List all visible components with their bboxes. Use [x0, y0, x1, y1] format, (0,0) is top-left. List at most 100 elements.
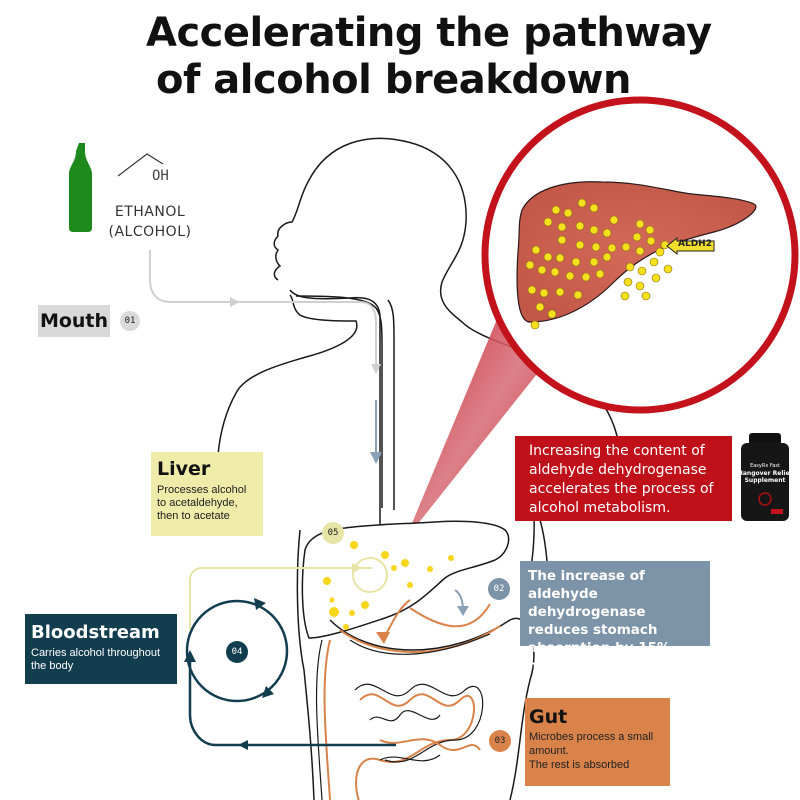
- gut-description-1: Microbes process a small amount.: [529, 731, 654, 757]
- liver-dot: [407, 582, 413, 588]
- enzyme-dot: [539, 288, 549, 298]
- enzyme-dot: [531, 245, 541, 255]
- liver-dot: [401, 559, 409, 567]
- enzyme-dot: [530, 320, 540, 330]
- enzyme-dot: [550, 267, 560, 277]
- liver-dot: [448, 555, 454, 561]
- liver-dot: [361, 601, 369, 609]
- liver-dot: [391, 565, 397, 571]
- aldh2-label: ALDH2: [678, 239, 712, 249]
- ethanol-label: ETHANOL (ALCOHOL): [100, 202, 200, 242]
- enzyme-dot: [537, 265, 547, 275]
- enzyme-dot: [547, 309, 557, 319]
- step-badge-05: 05: [322, 522, 344, 544]
- page-title-line-2: of alcohol breakdown: [156, 57, 631, 103]
- enzyme-dot: [557, 235, 567, 245]
- stomach-callout: The increase of aldehyde dehydrogenase r…: [520, 561, 710, 674]
- gut-card: Gut Microbes process a small amount. The…: [525, 698, 670, 786]
- enzyme-dot: [591, 242, 601, 252]
- enzyme-dot: [565, 271, 575, 281]
- mouth-label: Mouth: [38, 305, 110, 337]
- beer-bottle-icon: [69, 143, 92, 232]
- enzyme-dot: [623, 277, 633, 287]
- enzyme-dot: [581, 272, 591, 282]
- step-badge-04: 04: [226, 641, 248, 663]
- enzyme-dot: [557, 222, 567, 232]
- enzyme-dot: [620, 291, 630, 301]
- aldh2-arrow-icon: [666, 236, 715, 256]
- gut-title: Gut: [529, 706, 568, 728]
- product-name: Hangover Relief Supplement: [737, 470, 793, 484]
- enzyme-dot: [646, 236, 656, 246]
- magnifier-beam: [405, 300, 560, 540]
- enzyme-dot: [609, 215, 619, 225]
- enzyme-dot: [651, 273, 661, 283]
- enzyme-dot: [645, 225, 655, 235]
- liver-title: Liver: [157, 458, 211, 480]
- bloodstream-cycle: [185, 599, 396, 747]
- supplement-bottle-image: EasyRx Fast Hangover Relief Supplement: [737, 433, 793, 523]
- product-brand: EasyRx Fast: [750, 463, 780, 469]
- enzyme-dot: [621, 242, 631, 252]
- enzyme-dot: [632, 232, 642, 242]
- enzyme-dot: [575, 240, 585, 250]
- enzyme-dot: [655, 247, 665, 257]
- liver-cycle: [352, 557, 388, 593]
- hydroxyl-label: OH: [152, 168, 169, 184]
- enzyme-dots: [525, 198, 673, 330]
- liver-dot: [350, 541, 358, 549]
- step-badge-01: 01: [120, 311, 140, 331]
- enzyme-dot: [527, 285, 537, 295]
- enzyme-dot: [637, 266, 647, 276]
- step-badge-03: 03: [489, 730, 511, 752]
- enzyme-dot: [543, 217, 553, 227]
- page-title-line-1: Accelerating the pathway: [146, 10, 712, 56]
- gut-description-2: The rest is absorbed: [529, 759, 630, 771]
- enzyme-dot: [571, 257, 581, 267]
- enzyme-dot: [602, 252, 612, 262]
- product-name-line-2: Supplement: [744, 477, 786, 484]
- liver-dot: [427, 566, 433, 572]
- bloodstream-title: Bloodstream: [31, 622, 160, 643]
- enzyme-dot: [543, 252, 553, 262]
- enzyme-dot: [663, 264, 673, 274]
- enzyme-dot: [525, 260, 535, 270]
- step-badge-02: 02: [488, 578, 510, 600]
- enzyme-dot: [535, 302, 545, 312]
- enzyme-dot: [635, 219, 645, 229]
- ethanol-name: ETHANOL: [114, 204, 186, 220]
- liver-flow-line: [189, 567, 372, 630]
- enzyme-callout: Increasing the content of aldehyde dehyd…: [515, 436, 732, 521]
- liver-dot: [349, 610, 355, 616]
- ethanol-subname: (ALCOHOL): [108, 224, 192, 240]
- liver-organ: [301, 520, 510, 639]
- enzyme-dot: [577, 198, 587, 208]
- liver-dot: [343, 624, 349, 630]
- enzyme-dot: [649, 257, 659, 267]
- liver-dots: [323, 541, 454, 630]
- enzyme-dot: [635, 281, 645, 291]
- enzyme-dot: [589, 203, 599, 213]
- enzyme-dot: [602, 228, 612, 238]
- liver-dot: [329, 607, 339, 617]
- enzyme-dot: [563, 208, 573, 218]
- enzyme-dot: [607, 243, 617, 253]
- enzyme-dot: [551, 205, 561, 215]
- flow-arrow-ingestion: [149, 250, 377, 370]
- enzyme-dot: [589, 257, 599, 267]
- enzyme-dot: [555, 287, 565, 297]
- enzyme-dot: [625, 262, 635, 272]
- enzyme-dot: [595, 269, 605, 279]
- bloodstream-description: Carries alcohol throughout the body: [31, 647, 161, 672]
- enzyme-dot: [635, 246, 645, 256]
- bloodstream-card: Bloodstream Carries alcohol throughout t…: [25, 614, 177, 684]
- liver-card: Liver Processes alcohol to acetaldehyde,…: [151, 452, 263, 536]
- enzyme-dot: [555, 253, 565, 263]
- ethanol-skeleton: [117, 153, 164, 177]
- enzyme-dot: [573, 290, 583, 300]
- enzyme-dot: [641, 291, 651, 301]
- enzyme-dot: [589, 225, 599, 235]
- liver-dot: [323, 577, 331, 585]
- product-name-line-1: Hangover Relief: [737, 470, 793, 477]
